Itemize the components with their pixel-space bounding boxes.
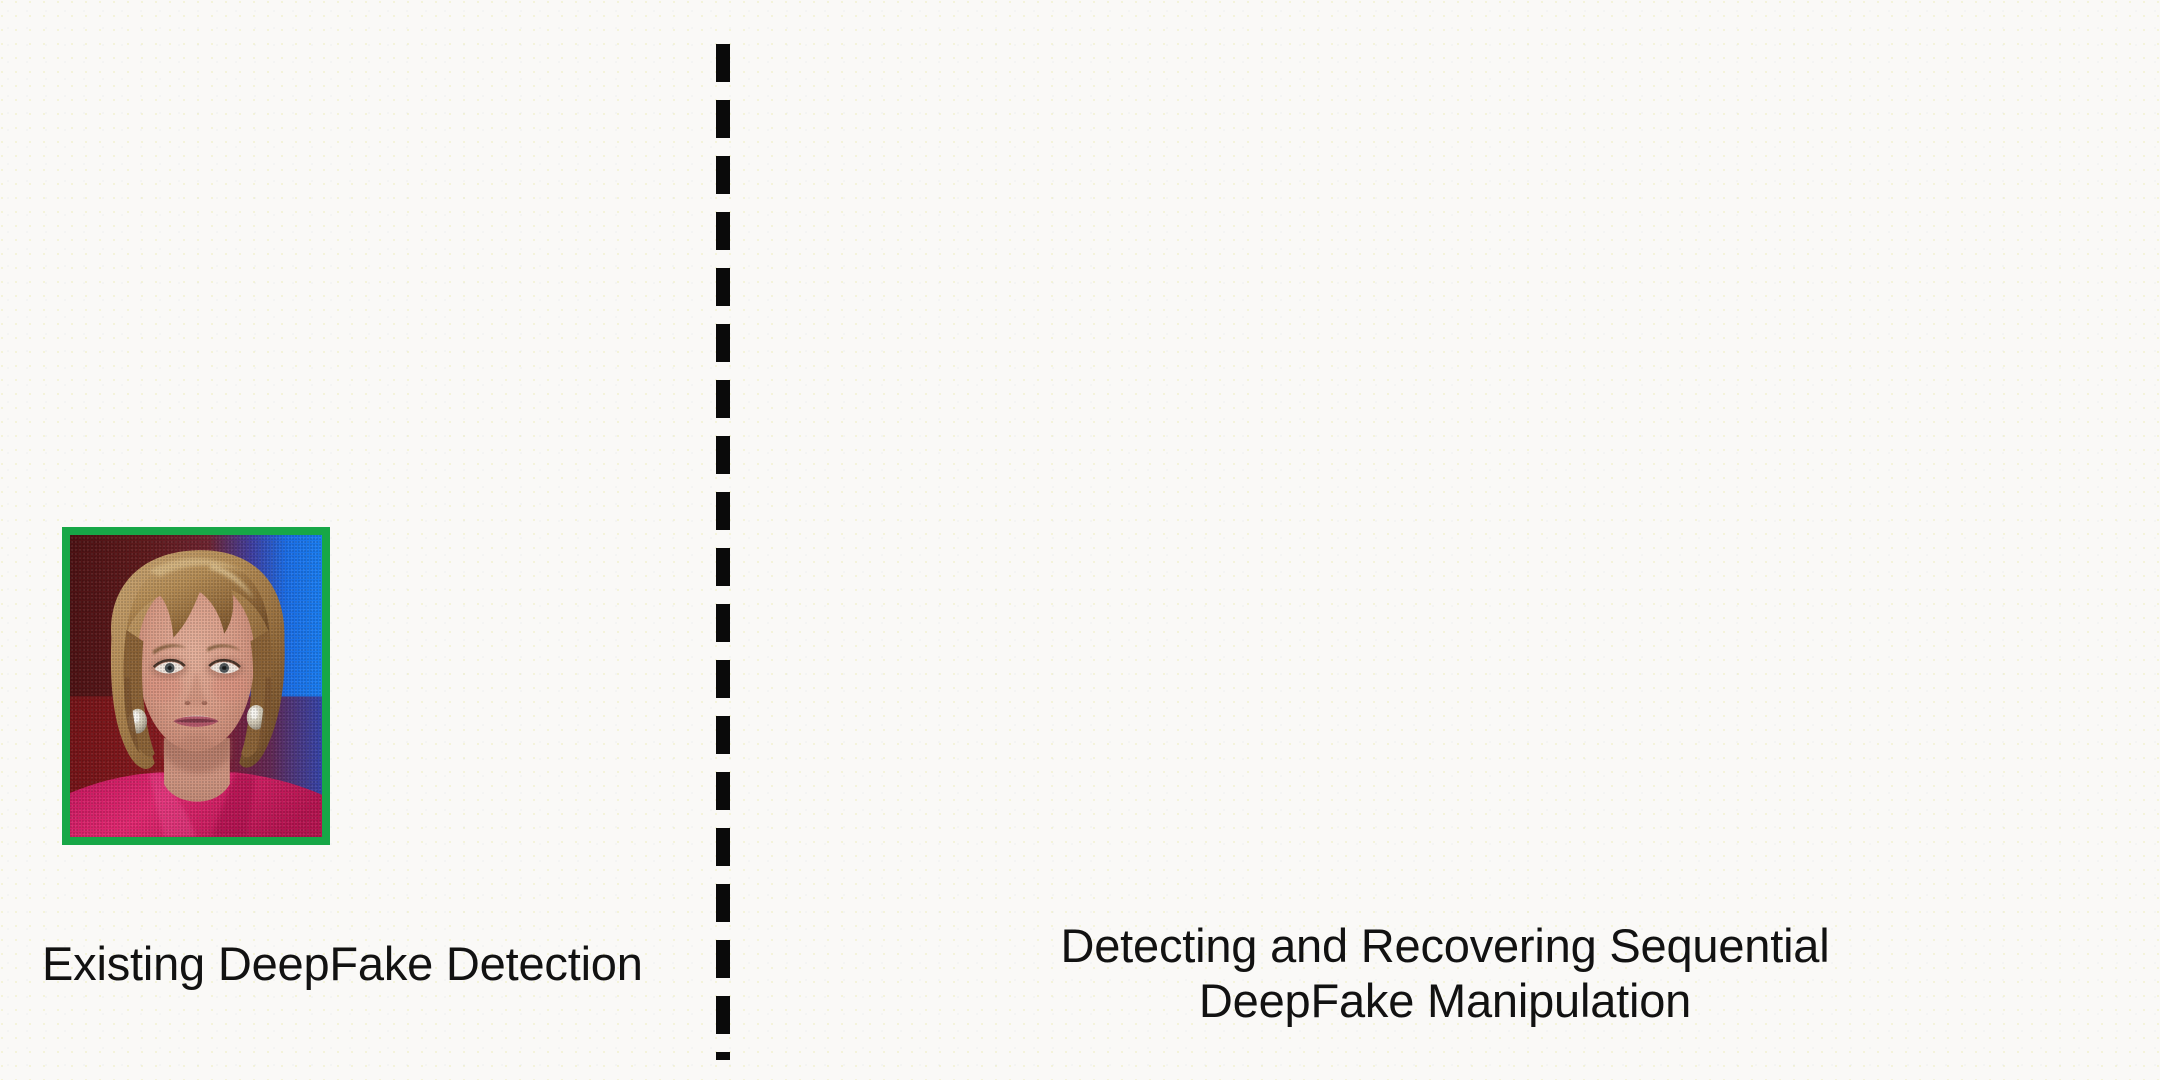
face-detection-bounding-box xyxy=(62,527,330,845)
left-panel-caption: Existing DeepFake Detection xyxy=(42,937,643,990)
left-panel-existing-detection: Existing DeepFake Detection xyxy=(0,0,716,1080)
vertical-dashed-separator xyxy=(716,44,730,1060)
face-photo xyxy=(70,535,322,837)
right-caption-line-1: Detecting and Recovering Sequential xyxy=(1060,919,1830,972)
right-caption-line-2: DeepFake Manipulation xyxy=(1198,974,1692,1027)
right-panel-sequential-deepfake: Detecting and Recovering Sequential Deep… xyxy=(730,0,2160,1080)
right-panel-caption: Detecting and Recovering Sequential Deep… xyxy=(730,918,2160,1028)
